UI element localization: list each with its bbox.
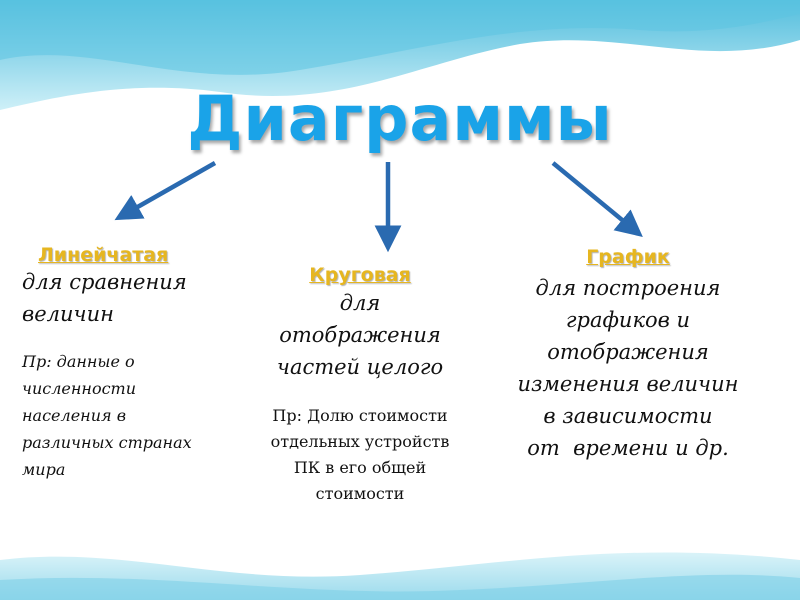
example-line: мира [22, 460, 66, 479]
description-line: графиков и [565, 308, 691, 332]
description-line: отображения [279, 323, 441, 347]
example-line: стоимости [315, 484, 405, 503]
example-line: населения в [22, 406, 126, 425]
arrow-right-icon [551, 161, 643, 238]
description-line: отображения [547, 340, 709, 364]
column-pie-chart: Круговая для отображения частей целого П… [248, 264, 472, 507]
description-line: для сравнения [22, 270, 187, 294]
description-line: величин [22, 302, 114, 326]
example-bar-chart: Пр: данные о численности населения в раз… [22, 348, 242, 483]
example-line: ПК в его общей [293, 458, 427, 477]
example-line: численности [22, 379, 137, 398]
description-line: частей целого [276, 355, 444, 379]
description-line: для [339, 291, 381, 315]
column-bar-chart: Линейчатая для сравнения величин Пр: дан… [22, 244, 242, 483]
heading-pie-chart: Круговая [309, 264, 411, 286]
page-title: Диаграммы [187, 82, 613, 155]
arrow-left-icon [114, 161, 217, 221]
example-line: отдельных устройств [270, 432, 450, 451]
top-wave-light [0, 0, 800, 75]
description-graph: для построения графиков и отображения из… [488, 272, 768, 464]
heading-graph: График [586, 246, 670, 268]
description-line: для построения [535, 276, 721, 300]
description-bar-chart: для сравнения величин [22, 266, 242, 330]
heading-bar-chart: Линейчатая [38, 244, 169, 266]
example-line: Пр: данные о [22, 352, 135, 371]
description-line: от времени и др. [527, 436, 729, 460]
example-pie-chart: Пр: Долю стоимости отдельных устройств П… [248, 403, 472, 507]
description-pie-chart: для отображения частей целого [248, 287, 472, 383]
example-line: Пр: Долю стоимости [272, 406, 448, 425]
description-line: в зависимости [543, 404, 713, 428]
description-line: изменения величин [517, 372, 739, 396]
bottom-wave-light [0, 574, 800, 600]
column-graph: График для построения графиков и отображ… [488, 246, 768, 464]
example-line: различных странах [22, 433, 192, 452]
